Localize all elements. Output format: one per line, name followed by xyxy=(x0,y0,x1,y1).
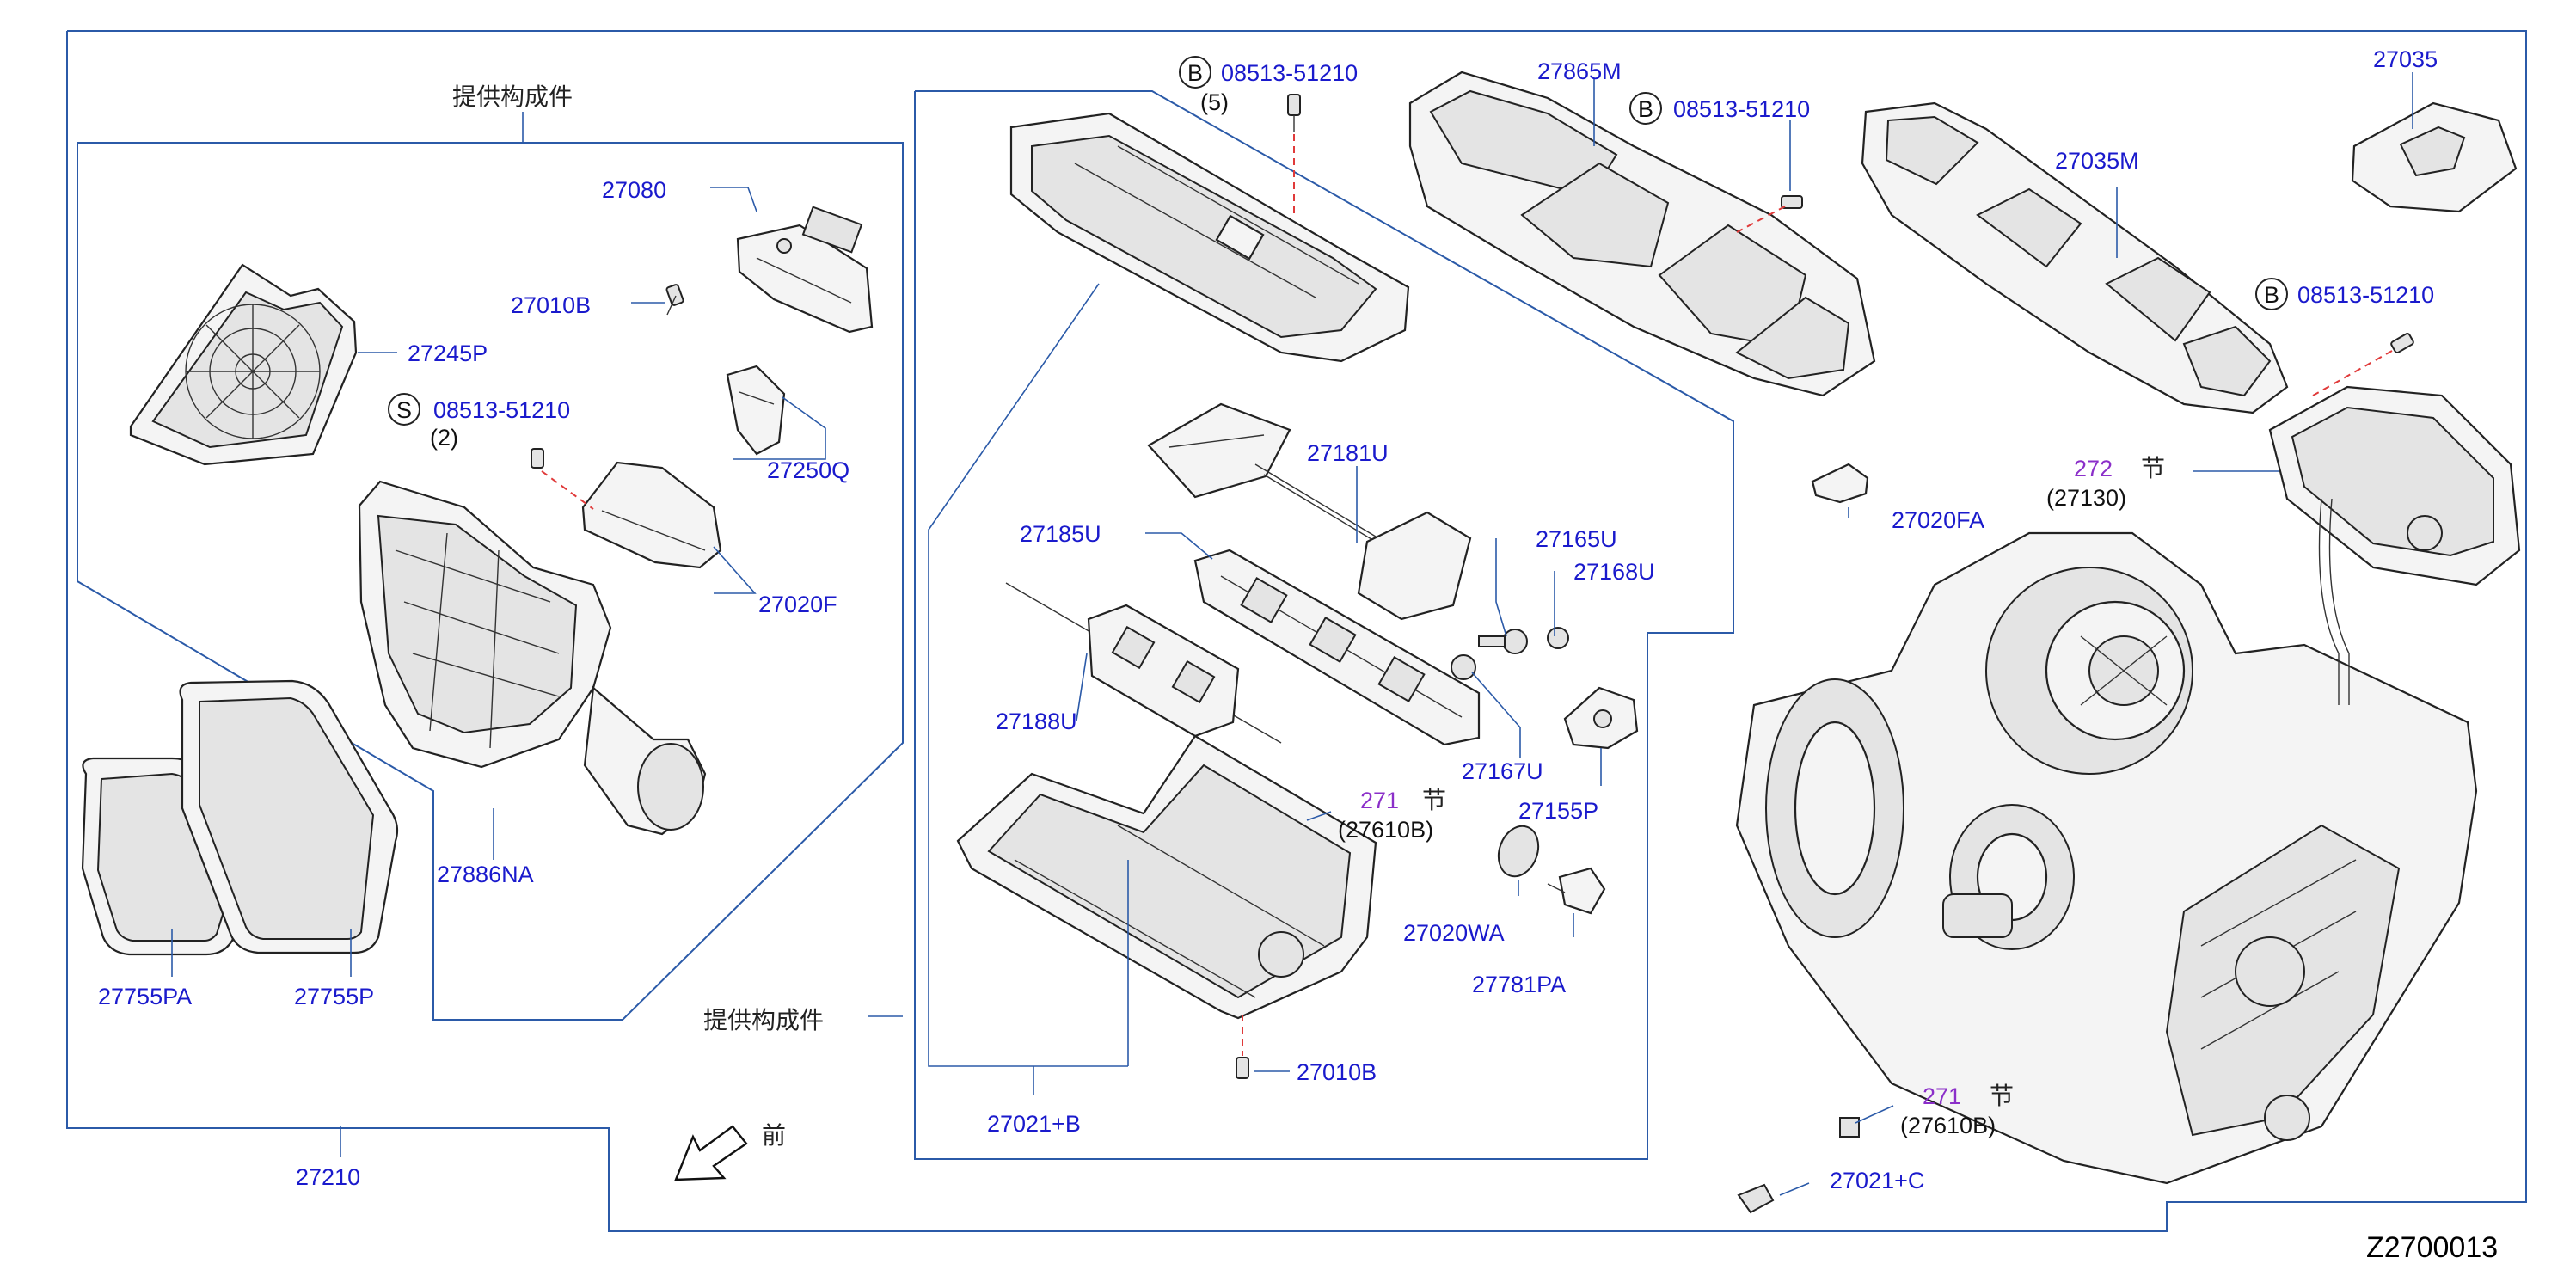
qty-label-5: (5) xyxy=(1200,89,1229,115)
sub-assembly-boundary-left xyxy=(77,142,904,1021)
part-label-27185u[interactable]: 27185U xyxy=(1020,521,1101,547)
assembly-note-left: 提供构成件 xyxy=(452,83,573,111)
part-label-27021b[interactable]: 27021+B xyxy=(987,1111,1081,1137)
section-char-272: 节 xyxy=(2141,454,2165,482)
ref-label-27130: (27130) xyxy=(2046,485,2126,511)
b-badge-1 xyxy=(1179,56,1211,89)
actuator-motor-drawing xyxy=(736,206,874,334)
section-char-a: 节 xyxy=(1422,786,1446,814)
part-label-27080[interactable]: 27080 xyxy=(602,177,666,203)
part-label-08513-b2[interactable]: 08513-51210 xyxy=(1673,96,1810,122)
section-char-b: 节 xyxy=(1990,1082,2014,1110)
section-label-271-a[interactable]: 271 xyxy=(1360,788,1399,813)
part-label-08513-b3[interactable]: 08513-51210 xyxy=(2297,282,2434,308)
part-label-27188u[interactable]: 27188U xyxy=(996,709,1077,734)
b-badge-3-letter: B xyxy=(2264,282,2279,308)
clip-drawing-271-b xyxy=(1839,1117,1860,1138)
part-label-27020wa[interactable]: 27020WA xyxy=(1403,920,1505,946)
part-label-27865m[interactable]: 27865M xyxy=(1537,58,1622,84)
part-label-27020fa[interactable]: 27020FA xyxy=(1892,507,1984,533)
bracket-drawing-27020f xyxy=(581,461,722,569)
heater-unit-drawing xyxy=(1735,531,2478,1185)
part-label-27010b-top[interactable]: 27010B xyxy=(511,292,591,318)
seal-drawing-27035m xyxy=(1861,101,2289,414)
part-label-27168u[interactable]: 27168U xyxy=(1573,559,1655,585)
blower-housing-drawing-27886na xyxy=(358,480,707,836)
part-label-27886na[interactable]: 27886NA xyxy=(437,862,534,887)
section-label-271-b[interactable]: 271 xyxy=(1923,1083,1961,1109)
door-drawing-27188u xyxy=(1005,582,1282,744)
duct-drawing-27865m xyxy=(1408,71,1876,397)
part-label-08513-b1[interactable]: 08513-51210 xyxy=(1221,60,1358,86)
actuator-drawing-272 xyxy=(2268,385,2521,705)
b-badge-3 xyxy=(2255,278,2288,310)
clip-drawing-27168u xyxy=(1547,627,1569,649)
screw-drawing-08513-b3 xyxy=(2390,333,2414,353)
assembly-boundary-27210 xyxy=(66,30,2527,1232)
part-label-27165u[interactable]: 27165U xyxy=(1536,526,1617,552)
lever-drawing-27155p xyxy=(1563,686,1639,750)
upper-case-drawing xyxy=(1009,112,1410,363)
part-label-08513-s[interactable]: 08513-51210 xyxy=(433,397,570,423)
part-label-27020f[interactable]: 27020F xyxy=(758,592,837,617)
part-label-27181u[interactable]: 27181U xyxy=(1307,440,1389,466)
screw-drawing-27010b-top xyxy=(665,284,684,316)
link-lever-drawing xyxy=(726,365,786,456)
clip-drawing-27021c xyxy=(1737,1183,1775,1214)
lever-drawing-27781pa xyxy=(1547,867,1606,915)
ref-label-27610b-a: (27610B) xyxy=(1338,817,1433,843)
door-drawing-27181u xyxy=(1147,402,1472,621)
part-label-27010b-bottom[interactable]: 27010B xyxy=(1297,1059,1377,1085)
bracket-drawing-27020fa xyxy=(1811,463,1869,504)
screw-drawing-08513-b2 xyxy=(1781,195,1803,209)
part-label-27781pa[interactable]: 27781PA xyxy=(1472,972,1566,997)
lever-drawing-27020wa xyxy=(1497,825,1540,878)
part-label-27755p[interactable]: 27755P xyxy=(294,984,374,1009)
figure-code: Z2700013 xyxy=(2366,1231,2498,1264)
b-badge-1-letter: B xyxy=(1187,60,1203,86)
screw-drawing-27010b-bottom xyxy=(1236,1057,1249,1079)
part-label-27250q[interactable]: 27250Q xyxy=(767,457,849,483)
section-label-272[interactable]: 272 xyxy=(2074,456,2113,482)
screw-drawing-08513-s xyxy=(531,448,544,469)
filter-drawing-27755p xyxy=(179,679,399,954)
part-label-27167u[interactable]: 27167U xyxy=(1462,758,1543,784)
front-direction-arrow-icon xyxy=(674,1125,748,1181)
b-badge-2 xyxy=(1629,92,1662,125)
sub-assembly-boundary-center xyxy=(914,90,1734,1160)
part-label-27245p[interactable]: 27245P xyxy=(408,340,488,366)
part-label-27035m[interactable]: 27035M xyxy=(2055,148,2139,174)
door-drawing-27185u xyxy=(1193,549,1481,746)
part-label-27021c[interactable]: 27021+C xyxy=(1830,1168,1924,1193)
front-mark-label: 前 xyxy=(762,1121,786,1150)
lower-case-drawing-27021b xyxy=(956,734,1377,1020)
ref-label-27610b-b: (27610B) xyxy=(1900,1113,1996,1138)
b-badge-2-letter: B xyxy=(1638,96,1653,122)
screw-drawing-08513-b1 xyxy=(1287,94,1301,132)
part-label-27755pa[interactable]: 27755PA xyxy=(98,984,192,1009)
qty-label-2: (2) xyxy=(430,425,458,451)
lever-drawing-27167u xyxy=(1451,654,1476,680)
seal-drawing-27035 xyxy=(2351,101,2518,213)
assembly-note-center: 提供构成件 xyxy=(703,1006,824,1034)
part-label-27155p[interactable]: 27155P xyxy=(1518,798,1598,824)
part-label-27035[interactable]: 27035 xyxy=(2373,46,2438,72)
s-badge-letter: S xyxy=(396,397,412,423)
blower-grille-drawing xyxy=(129,263,358,466)
part-label-27210[interactable]: 27210 xyxy=(296,1164,360,1190)
s-badge xyxy=(388,393,420,426)
link-drawing-27165u xyxy=(1478,629,1528,654)
